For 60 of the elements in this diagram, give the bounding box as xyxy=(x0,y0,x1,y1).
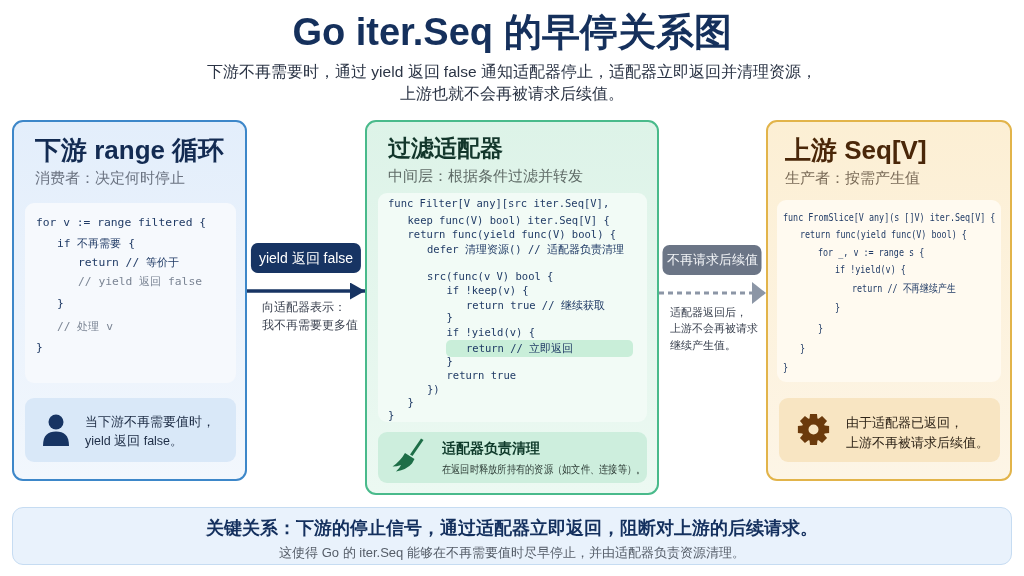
code-line: } xyxy=(446,354,453,369)
code-line: return // 等价于 xyxy=(78,254,179,271)
code-line: } xyxy=(783,360,789,375)
code-line: keep func(V) bool) iter.Seq[V] { xyxy=(407,213,610,228)
code-line: func FromSlice[V any](s []V) iter.Seq[V] { xyxy=(783,210,996,225)
code-line: if !keep(v) { xyxy=(446,283,529,298)
code-line: // 处理 v xyxy=(57,318,113,335)
code-line: return true xyxy=(446,368,517,383)
code-line: } xyxy=(834,300,840,315)
code-line: src(func(v V) bool { xyxy=(427,269,554,284)
code-line: // yield 返回 false xyxy=(78,273,203,290)
code-block xyxy=(777,200,1001,382)
edge-label: yield 返回 false xyxy=(250,243,362,273)
panel-heading: 过滤适配器 xyxy=(388,133,503,163)
code-line: return true // 继续获取 xyxy=(466,298,605,313)
note-box xyxy=(779,398,1000,462)
note-text: 向适配器表示：我不再需要更多值 xyxy=(262,300,359,333)
edge-label: 不再请求后续值 xyxy=(662,245,762,275)
note-text: 由于适配器已返回，上游不再被请求后续值。 xyxy=(846,415,990,452)
panel xyxy=(365,120,659,495)
code-block xyxy=(378,193,647,422)
code-line: defer 清理资源() // 适配器负责清理 xyxy=(427,242,624,257)
subtitle: 下游不再需要时，通过 yield 返回 false 通知适配器停止，适配器立即返回并清理资源，上游也就不会再被请求后续值。 xyxy=(206,62,818,104)
note-box xyxy=(378,432,647,483)
code-line: if !yield(v) { xyxy=(446,325,535,340)
code-line: func Filter[V any][src iter.Seq[V], xyxy=(388,196,610,211)
note-heading: 适配器负责清理 xyxy=(442,438,540,458)
title: Go iter.Seq 的早停关系图 xyxy=(292,10,732,55)
dashed-arrow xyxy=(659,282,766,304)
panel-subtitle: 中间层：根据条件过滤并转发 xyxy=(388,166,583,186)
code-line: } xyxy=(388,408,395,423)
code-line: } xyxy=(800,341,806,356)
code-line: if !yield(v) { xyxy=(834,262,906,277)
note-text: 当下游不再需要值时，yield 返回 false。 xyxy=(85,413,216,450)
banner xyxy=(12,507,1012,565)
code-line: return func(yield func(V) bool) { xyxy=(800,227,968,242)
banner-heading: 关键关系：下游的停止信号，通过适配器立即返回，阻断对上游的后续请求。 xyxy=(206,516,818,540)
code-line: return // 不再继续产生 xyxy=(852,281,956,296)
code-line: return func(yield func(V) bool) { xyxy=(407,227,617,242)
note-text: 在返回时释放所持有的资源（如文件、连接等）。 xyxy=(442,462,646,476)
code-line: } xyxy=(57,295,64,312)
banner-text: 这使得 Go 的 iter.Seq 能够在不再需要值时尽早停止，并由适配器负责资源清理。 xyxy=(279,543,745,562)
highlighted-code-line: return // 立即返回 xyxy=(446,339,633,357)
code-line: for v := range filtered { xyxy=(36,214,207,231)
code-line: } xyxy=(407,395,414,410)
code-line: } xyxy=(446,310,453,325)
code-line: } xyxy=(36,339,43,356)
panel-subtitle: 生产者：按需产生值 xyxy=(785,168,920,188)
panel-subtitle: 消费者：决定何时停止 xyxy=(35,168,185,188)
panel-heading: 上游 Seq[V] xyxy=(785,133,927,167)
code-line: if 不再需要 { xyxy=(57,235,135,252)
note-text: 适配器返回后，上游不会再被请求继续产生值。 xyxy=(670,304,759,353)
code-line: for _, v := range s { xyxy=(817,245,924,260)
panel-heading: 下游 range 循环 xyxy=(35,133,225,167)
code-line: }) xyxy=(427,382,440,397)
code-line: } xyxy=(817,321,823,336)
panel xyxy=(12,120,247,481)
panel xyxy=(766,120,1012,481)
arrow xyxy=(247,282,365,300)
note-box xyxy=(25,398,236,462)
